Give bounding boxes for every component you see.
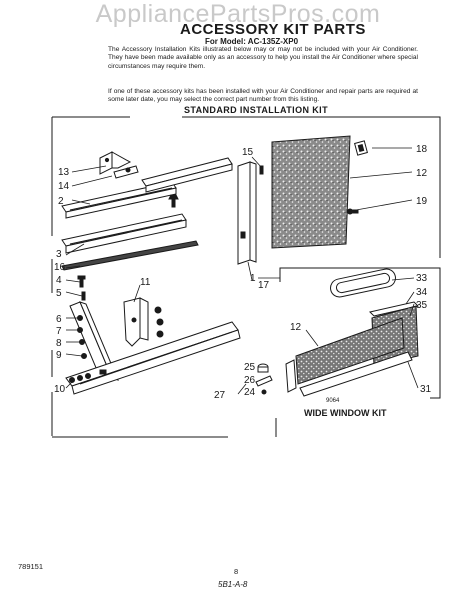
callout-1: 1 xyxy=(250,273,256,284)
diagram-code: 9064 xyxy=(326,398,340,404)
callout-19: 19 xyxy=(416,196,428,207)
intro-paragraph-1: The Accessory Installation Kits illustra… xyxy=(108,46,418,70)
callout-12-wide: 12 xyxy=(290,322,302,333)
callout-18: 18 xyxy=(416,144,428,155)
callout-24: 24 xyxy=(244,387,256,398)
screw-part-19 xyxy=(347,208,359,215)
callout-10: 10 xyxy=(54,384,66,395)
vertical-support-15-17 xyxy=(237,161,264,265)
standard-kit-heading: STANDARD INSTALLATION KIT xyxy=(184,105,328,115)
callout-31: 31 xyxy=(420,384,432,395)
model-subtitle: For Model: AC-135Z-XP0 xyxy=(205,37,299,46)
gasket-part-33 xyxy=(330,268,396,298)
bracket-part xyxy=(99,151,139,179)
screw-part xyxy=(168,194,179,208)
seal-strip-16 xyxy=(61,240,199,271)
hardware-parts-24-26 xyxy=(255,363,273,395)
clip-part-18 xyxy=(354,140,368,156)
callout-12-standard: 12 xyxy=(416,168,428,179)
callout-2: 2 xyxy=(58,196,64,207)
footer-part-number: 789151 xyxy=(18,562,44,571)
callout-34: 34 xyxy=(416,287,428,298)
callout-11: 11 xyxy=(140,277,151,288)
callout-13: 13 xyxy=(58,167,70,178)
page-title: ACCESSORY KIT PARTS xyxy=(180,21,366,38)
bracket-part-11 xyxy=(123,297,149,347)
callout-17: 17 xyxy=(258,280,270,291)
footer-code: 5B1-A-8 xyxy=(218,580,248,589)
callout-26: 26 xyxy=(244,375,256,386)
standard-kit-frame xyxy=(51,116,441,438)
intro-paragraph-2: If one of these accessory kits has been … xyxy=(108,88,418,104)
wide-kit-leaders xyxy=(258,277,419,389)
callout-3: 3 xyxy=(56,249,62,260)
callout-9: 9 xyxy=(56,350,62,361)
watermark-text: AppliancePartsPros.com xyxy=(95,0,381,28)
callout-numbers-wide: 1 33 34 35 12 31 9064 WIDE WINDOW KIT xyxy=(250,273,432,418)
callout-16: 16 xyxy=(54,262,66,273)
callout-4: 4 xyxy=(56,275,62,286)
footer-page-number: 8 xyxy=(234,567,239,576)
callout-27: 27 xyxy=(214,390,226,401)
callout-leaders xyxy=(65,147,413,395)
callout-7: 7 xyxy=(56,326,62,337)
callout-15: 15 xyxy=(242,147,254,158)
callout-5: 5 xyxy=(56,288,62,299)
expander-panel-assembly xyxy=(285,317,413,397)
callout-35: 35 xyxy=(416,300,428,311)
callout-6: 6 xyxy=(56,314,62,325)
callout-25: 25 xyxy=(244,362,256,373)
wide-kit-frame xyxy=(279,267,441,399)
channel-part-top xyxy=(141,157,233,193)
filter-panel-12 xyxy=(271,135,351,249)
channel-part-3 xyxy=(61,213,187,254)
callout-14: 14 xyxy=(58,181,70,192)
screw-parts-4-5 xyxy=(77,275,86,301)
support-arm xyxy=(65,301,241,395)
hardware-nuts-washers xyxy=(69,306,164,383)
callout-33: 33 xyxy=(416,273,428,284)
callout-numbers-standard: 13 14 2 3 16 4 5 6 7 8 9 10 11 15 17 18 … xyxy=(54,144,428,401)
wide-window-kit-label: WIDE WINDOW KIT xyxy=(304,408,387,418)
callout-8: 8 xyxy=(56,338,62,349)
